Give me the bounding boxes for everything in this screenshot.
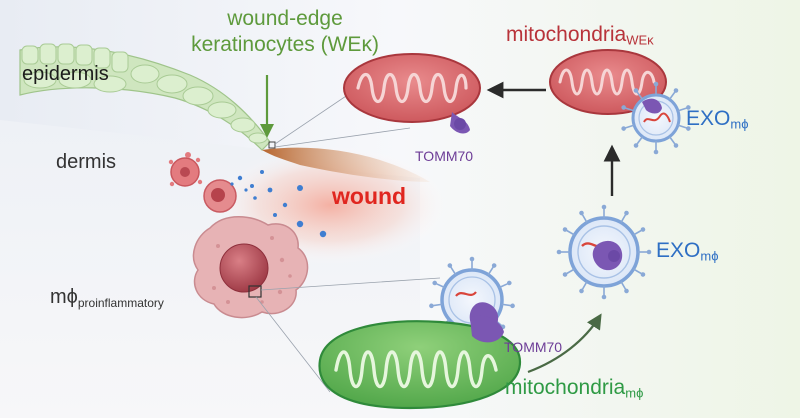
mitochondria-mphi-label-sub: mϕ bbox=[625, 385, 644, 401]
macrophage-zoom-lines bbox=[255, 277, 441, 393]
dermis-label: dermis bbox=[56, 151, 117, 173]
exosome-small-graphic bbox=[621, 81, 691, 155]
mitochondria-mphi-label-main: mitochondria bbox=[505, 376, 626, 399]
macrophage-label-main: mϕ bbox=[50, 286, 78, 308]
wound-label: wound bbox=[332, 183, 407, 209]
wound-clot bbox=[262, 147, 430, 182]
exosome-budding-graphic bbox=[429, 256, 515, 342]
keratinocyte-zoom-box bbox=[268, 141, 276, 149]
wound-edge-label-line1: wound-edge bbox=[227, 7, 343, 30]
tomm70-label-bottom: TOMM70 bbox=[504, 339, 563, 355]
exosome-label-top-sub: mϕ bbox=[730, 116, 749, 132]
macrophage-proinflammatory-label: mϕproinflammatory bbox=[50, 287, 164, 309]
transfer-arrow-curve bbox=[527, 313, 602, 374]
wound-edge-label-line2: keratinocytes (WEκ) bbox=[191, 33, 379, 56]
exosome-label-middle: EXOmϕ bbox=[656, 240, 718, 262]
immune-cells bbox=[168, 152, 237, 213]
exosome-label-middle-sub: mϕ bbox=[700, 248, 719, 264]
mitochondrion-mphi-graphic bbox=[318, 315, 522, 410]
exosome-label-middle-main: EXO bbox=[656, 239, 701, 262]
epidermis-label: epidermis bbox=[22, 63, 109, 85]
exosome-label-top: EXOmϕ bbox=[686, 108, 748, 130]
wound-edge-pointer-head bbox=[260, 124, 274, 138]
exosome-label-top-main: EXO bbox=[686, 107, 731, 130]
macrophage-label-sub: proinflammatory bbox=[77, 296, 164, 310]
mitochondria-we-label-main: mitochondria bbox=[506, 23, 627, 46]
epidermis-layer bbox=[19, 43, 271, 151]
mitochondria-we-label: mitochondriaWEκ bbox=[506, 24, 654, 46]
mitochondrion-we-recipient-graphic bbox=[549, 49, 667, 115]
exosome-large-graphic bbox=[556, 204, 652, 300]
cytokine-particles bbox=[230, 170, 327, 238]
mitochondrion-we-graphic bbox=[343, 53, 481, 134]
tomm70-label-top: TOMM70 bbox=[415, 148, 474, 164]
mitochondria-we-label-sub: WEκ bbox=[626, 32, 654, 48]
keratinocyte-zoom-lines bbox=[274, 89, 411, 148]
macrophage-cell bbox=[192, 216, 309, 319]
mitochondria-mphi-label: mitochondriamϕ bbox=[505, 377, 643, 399]
wound-edge-keratinocytes-label: wound-edge keratinocytes (WEκ) bbox=[160, 6, 410, 58]
